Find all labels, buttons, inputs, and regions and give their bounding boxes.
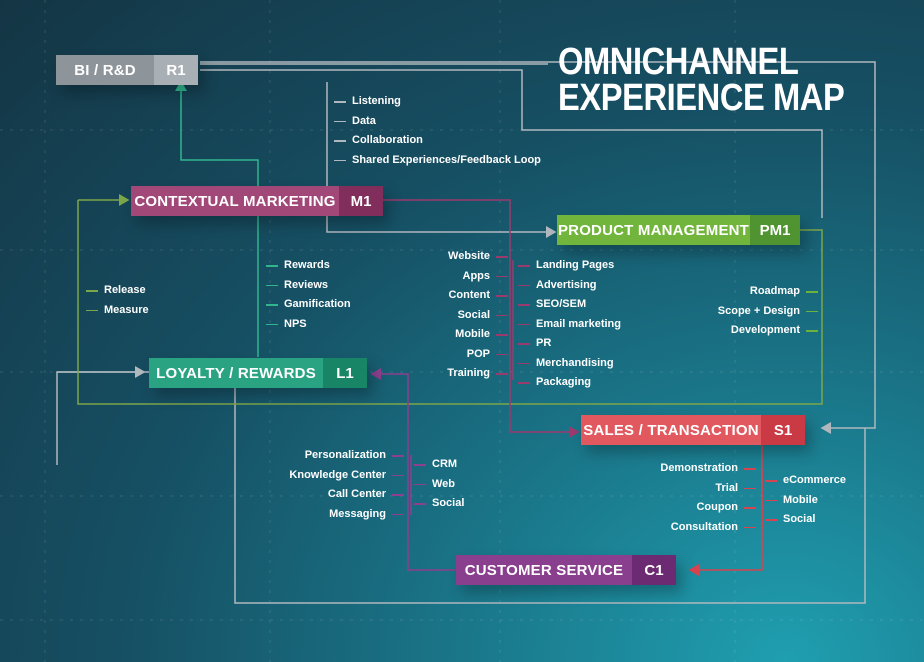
list-item: Coupon (650, 498, 756, 518)
node-contextual-marketing-label: CONTEXTUAL MARKETING (131, 186, 339, 216)
list-item: Rewards (266, 256, 351, 276)
list-item: SEO/SEM (518, 295, 621, 315)
wire-cs-loyalty (370, 368, 455, 571)
list-item: Reviews (266, 276, 351, 296)
list-item: Advertising (518, 276, 621, 296)
list-item: Release (86, 281, 149, 301)
service-right-list: CRM Web Social (414, 455, 464, 514)
list-item: Mobile (410, 325, 508, 345)
list-item: Development (690, 321, 818, 341)
list-item: Email marketing (518, 315, 621, 335)
list-item: Roadmap (690, 282, 818, 302)
list-item: Shared Experiences/Feedback Loop (334, 151, 541, 171)
node-loyalty-rewards[interactable]: LOYALTY / REWARDS L1 (149, 358, 367, 388)
sales-left-list: Demonstration Trial Coupon Consultation (650, 459, 756, 537)
node-sales-transaction-code: S1 (761, 415, 805, 445)
node-bi-rd-label: BI / R&D (56, 55, 154, 85)
node-contextual-marketing-code: M1 (339, 186, 383, 216)
list-item: Measure (86, 301, 149, 321)
list-item: Training (410, 364, 508, 384)
release-items-list: Release Measure (86, 281, 149, 320)
title-line-2: EXPERIENCE MAP (558, 77, 845, 119)
list-item: Gamification (266, 295, 351, 315)
list-item: Demonstration (650, 459, 756, 479)
wire-cm-sales (383, 199, 580, 438)
list-item: Landing Pages (518, 256, 621, 276)
wire-bottom-loop (56, 371, 866, 604)
list-item: Website (410, 247, 508, 267)
node-product-management-label: PRODUCT MANAGEMENT (557, 215, 750, 245)
node-customer-service-label: CUSTOMER SERVICE (456, 555, 632, 585)
list-item: Collaboration (334, 131, 541, 151)
wire-loyalty-bi (175, 80, 259, 357)
list-item: Listening (334, 92, 541, 112)
list-item: PR (518, 334, 621, 354)
list-item: Merchandising (518, 354, 621, 374)
list-item: Mobile (765, 491, 846, 511)
sales-right-list: eCommerce Mobile Social (765, 471, 846, 530)
list-item: Social (765, 510, 846, 530)
list-item: Scope + Design (690, 302, 818, 322)
wire-bi-right (200, 61, 876, 434)
list-item: Apps (410, 267, 508, 287)
wire-bi-list (326, 82, 557, 238)
node-product-management[interactable]: PRODUCT MANAGEMENT PM1 (557, 215, 800, 245)
list-item: Trial (650, 479, 756, 499)
list-item: Messaging (270, 505, 404, 525)
list-item: Data (334, 112, 541, 132)
node-loyalty-rewards-code: L1 (323, 358, 367, 388)
title-line-1: OMNICHANNEL (558, 41, 799, 83)
node-contextual-marketing[interactable]: CONTEXTUAL MARKETING M1 (131, 186, 383, 216)
list-item: Social (410, 306, 508, 326)
node-sales-transaction[interactable]: SALES / TRANSACTION S1 (581, 415, 805, 445)
list-item: NPS (266, 315, 351, 335)
list-item: eCommerce (765, 471, 846, 491)
list-item: Packaging (518, 373, 621, 393)
list-item: Web (414, 475, 464, 495)
node-sales-transaction-label: SALES / TRANSACTION (581, 415, 761, 445)
list-item: CRM (414, 455, 464, 475)
node-customer-service-code: C1 (632, 555, 676, 585)
list-item: Content (410, 286, 508, 306)
node-bi-rd-code: R1 (154, 55, 198, 85)
bi-items-list: Listening Data Collaboration Shared Expe… (334, 92, 541, 170)
marketing-items-list: Landing Pages Advertising SEO/SEM Email … (518, 256, 621, 393)
pm-items-list: Roadmap Scope + Design Development (690, 282, 818, 341)
list-item: POP (410, 345, 508, 365)
node-product-management-code: PM1 (750, 215, 800, 245)
list-item: Knowledge Center (270, 466, 404, 486)
node-loyalty-rewards-label: LOYALTY / REWARDS (149, 358, 323, 388)
wire-release-loop (77, 200, 823, 405)
node-bi-rd[interactable]: BI / R&D R1 (56, 55, 198, 85)
channels-list: Website Apps Content Social Mobile POP T… (410, 247, 508, 384)
list-item: Call Center (270, 485, 404, 505)
list-item: Personalization (270, 446, 404, 466)
loyalty-items-list: Rewards Reviews Gamification NPS (266, 256, 351, 334)
service-left-list: Personalization Knowledge Center Call Ce… (270, 446, 404, 524)
list-item: Consultation (650, 518, 756, 538)
map-title: OMNICHANNEL EXPERIENCE MAP (558, 41, 845, 119)
list-item: Social (414, 494, 464, 514)
node-customer-service[interactable]: CUSTOMER SERVICE C1 (456, 555, 676, 585)
